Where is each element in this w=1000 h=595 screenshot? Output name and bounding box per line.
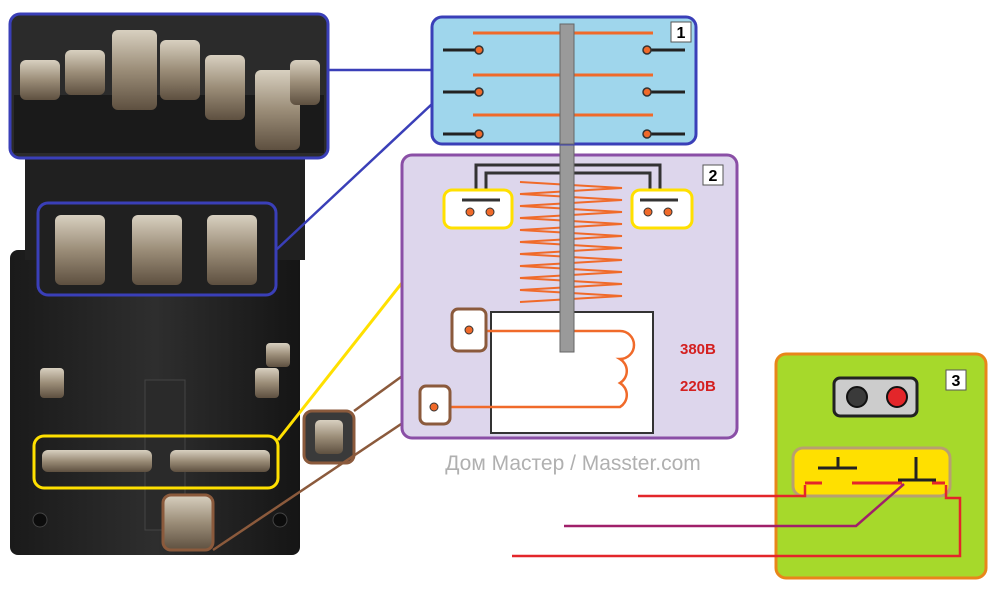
wire-red-top (638, 485, 807, 498)
coil-terminal-highlight-side (302, 409, 356, 465)
zoom-terminal (255, 70, 300, 150)
spring (519, 181, 623, 303)
mount-hole (272, 512, 288, 528)
zoom-terminal (65, 50, 105, 95)
stop-button (846, 386, 868, 408)
zoom-terminal (290, 60, 320, 105)
aux-contact-left (442, 188, 514, 230)
side-terminal-left (40, 368, 64, 398)
top-contacts-zoom (8, 12, 330, 160)
panel2-number: 2 (709, 168, 718, 185)
push-button-icon (832, 376, 919, 418)
button-contact-block (791, 446, 952, 498)
mount-hole (32, 512, 48, 528)
power-terminal (207, 215, 257, 285)
coil-icon (438, 329, 636, 409)
wire-purple (564, 483, 905, 528)
zoom-terminal (112, 30, 157, 110)
wire-red-bottom (512, 485, 962, 558)
panel-main-contacts: 1 (430, 15, 698, 146)
aux-contact-bar (170, 450, 270, 472)
aux-contacts-highlight (32, 434, 280, 490)
panel3-number: 3 (952, 373, 961, 390)
aux-contact-right (630, 188, 694, 230)
contact-points (474, 45, 652, 139)
control-wires (512, 483, 962, 558)
start-button (886, 386, 908, 408)
watermark: Дом Мастер / Masster.com (445, 452, 701, 475)
panel1-number: 1 (677, 25, 686, 42)
voltage-220: 220В (680, 378, 716, 395)
aux-contact-bar (42, 450, 152, 472)
power-terminals-zoom (36, 201, 278, 297)
side-terminal-right (255, 368, 279, 398)
side-terminal-right-upper (266, 343, 290, 367)
contact-leads (443, 48, 685, 136)
panel-button-station: 3 (774, 352, 988, 580)
zoom-terminal (160, 40, 200, 100)
armature-rod-top (559, 23, 575, 145)
coil-terminal-highlight-bottom (161, 493, 215, 552)
zoom-terminal (20, 60, 60, 100)
voltage-380: 380В (680, 341, 716, 358)
panel-coil: 2 380В 220В (400, 23, 739, 440)
zoom-terminal (205, 55, 245, 120)
power-terminal (132, 215, 182, 285)
power-terminal (55, 215, 105, 285)
